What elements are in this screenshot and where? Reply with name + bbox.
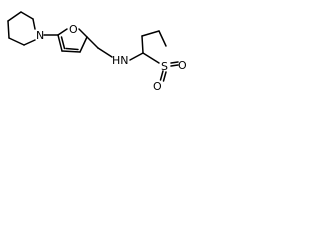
bond [141,30,160,37]
bond [129,52,144,61]
thiolane-ring [141,30,167,64]
bond [20,11,34,20]
piperidine-ring [7,11,36,46]
sulfone-bonds [159,61,179,82]
bond [61,50,81,53]
molecule-diagram: N O HN S O O [7,11,187,93]
bond [142,52,160,64]
bond [8,37,25,46]
bond [57,28,68,36]
bond [32,18,36,30]
sulfur-atom-label: S [161,60,168,73]
bond [97,47,113,58]
bond [158,30,167,47]
sulfone-oxygen-label-right: O [178,59,187,72]
bond [159,70,164,81]
nitrogen-atom-label: N [36,29,44,42]
bond [86,36,99,49]
bond [78,28,88,38]
bond [170,61,179,64]
bond [162,71,167,82]
bond [7,11,22,22]
bond [57,34,63,52]
bond [60,36,66,50]
bond [7,20,10,39]
furan-ring [57,28,88,53]
furan-oxygen-atom-label: O [69,23,78,36]
bond [65,47,79,51]
amine-atom-label: HN [112,54,129,67]
sulfone-oxygen-label-bottom: O [153,80,162,93]
bond [79,36,88,53]
bond [23,39,36,46]
bond [141,35,144,54]
bond [170,64,179,67]
